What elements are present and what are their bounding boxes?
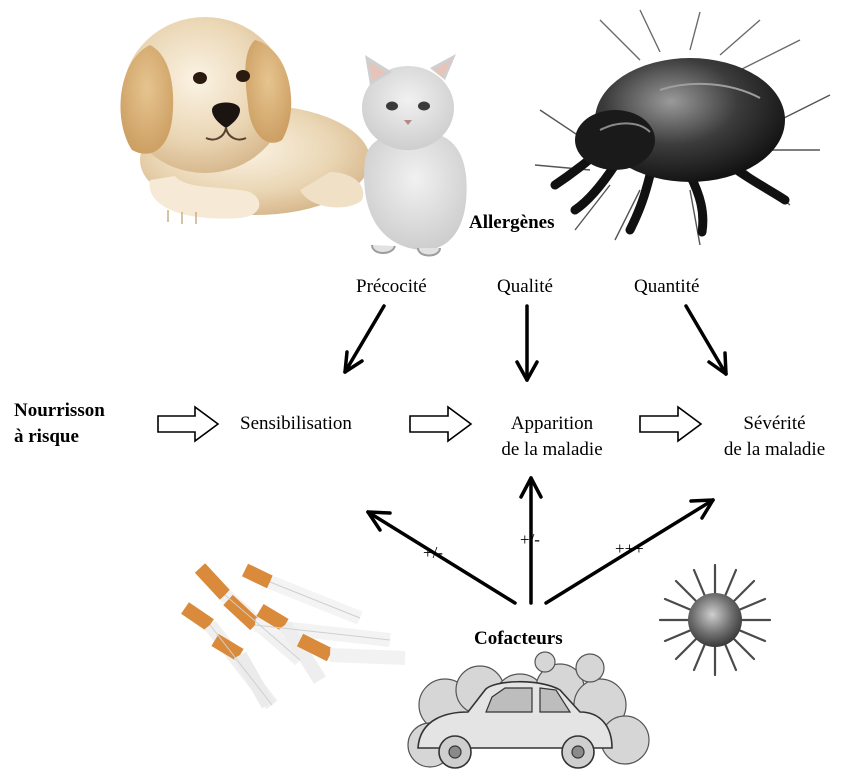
cofactor-arrows bbox=[368, 478, 713, 603]
dog-illustration bbox=[120, 17, 370, 224]
progression-arrow-1 bbox=[158, 407, 218, 441]
factor-precocite: Précocité bbox=[356, 275, 427, 299]
allergenes-title: Allergènes bbox=[469, 211, 554, 235]
effect-severite: +++ bbox=[615, 537, 644, 561]
factor-qualite: Qualité bbox=[497, 275, 553, 299]
progression-arrow-2 bbox=[410, 407, 471, 441]
effect-sensibilisation: +/- bbox=[423, 541, 443, 565]
effect-apparition: +/- bbox=[520, 528, 540, 552]
cigarettes-illustration bbox=[185, 568, 405, 705]
risk-label-line1: Nourrisson bbox=[14, 399, 105, 423]
stage-apparition-line2: de la maladie bbox=[487, 438, 617, 462]
factor-quantite: Quantité bbox=[634, 275, 699, 299]
dust-mite-illustration bbox=[535, 10, 830, 245]
stage-severite-line2: de la maladie bbox=[712, 438, 837, 462]
arrow-precocite bbox=[345, 306, 384, 372]
kitten-illustration bbox=[362, 54, 467, 256]
stage-sensibilisation: Sensibilisation bbox=[240, 412, 352, 436]
stage-severite-line1: Sévérité bbox=[712, 412, 837, 436]
virus-illustration bbox=[660, 565, 770, 675]
arrow-quantite bbox=[686, 306, 726, 374]
car-exhaust-pollution-illustration bbox=[408, 652, 649, 768]
cofacteurs-title: Cofacteurs bbox=[474, 627, 563, 651]
stage-apparition-line1: Apparition bbox=[487, 412, 617, 436]
allergen-arrows bbox=[345, 306, 726, 380]
progression-arrow-3 bbox=[640, 407, 701, 441]
risk-label-line2: à risque bbox=[14, 425, 79, 449]
